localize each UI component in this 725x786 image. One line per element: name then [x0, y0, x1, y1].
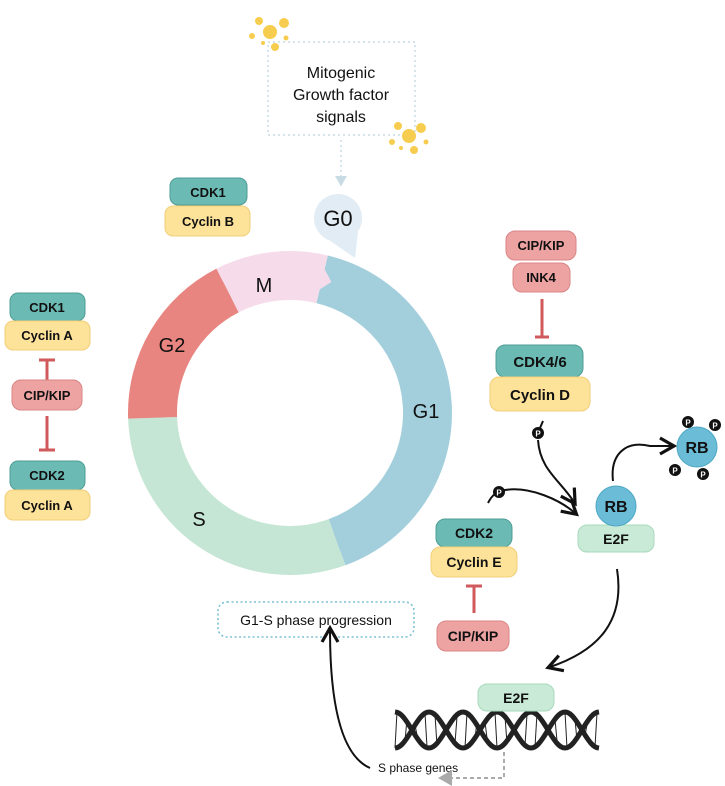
dna-base-pair: [394, 711, 398, 749]
phase-m-label: M: [256, 275, 273, 297]
signal-line-3: signals: [316, 109, 366, 126]
cyclin-b-label: Cyclin B: [182, 214, 234, 229]
e2f-bound-dna: E2F: [477, 683, 555, 712]
signal-line-1: Mitogenic: [307, 65, 375, 82]
dna-strand: [394, 709, 600, 751]
cell-cycle-ring: [127, 251, 452, 575]
phosphate-label: P: [700, 471, 706, 480]
phase-g1-segment: [316, 255, 452, 566]
progression-arrow: [320, 624, 371, 769]
phosphorylation-arrow: [537, 439, 577, 507]
e2f-label: E2F: [603, 531, 629, 547]
dna-base-pair: [464, 712, 468, 748]
cyclin-a-label: Cyclin A: [21, 328, 73, 343]
rb-label: RB: [604, 499, 627, 516]
s-phase-genes-label: S phase genes: [378, 761, 458, 775]
e2f-label: E2F: [503, 690, 529, 706]
phosphorylation-arrow: [487, 488, 579, 517]
transcription-arrow: [438, 752, 505, 786]
phosphate-icon: P: [532, 427, 544, 439]
progression-label: G1-S phase progression: [240, 612, 392, 628]
dna-helix-icon: [394, 709, 600, 751]
phase-g2-label: G2: [159, 335, 186, 357]
dna-strand: [394, 709, 600, 751]
phase-g0-label: G0: [323, 206, 352, 231]
cdk46-label: CDK4/6: [513, 354, 566, 371]
phosphate-icon: P: [493, 486, 505, 498]
e2f-release-arrow: [545, 568, 620, 673]
cdk1-label: CDK1: [190, 185, 225, 200]
cip-kip-label: CIP/KIP: [448, 628, 499, 644]
cip-kip-label: CIP/KIP: [518, 238, 565, 253]
growth-factor-dots-icon: [249, 17, 429, 154]
inhibition-arrow: [535, 299, 549, 339]
g0-bubble: G0: [314, 194, 362, 258]
cdk2-label: CDK2: [455, 525, 493, 541]
phosphorylated-rb: RB P P P P: [669, 416, 721, 480]
cdk46-cyclin-d-complex: CDK4/6 Cyclin D: [489, 344, 591, 412]
cip-kip-inhibitor-left: CIP/KIP: [11, 379, 83, 411]
signal-line-2: Growth factor: [293, 87, 390, 104]
phase-s-label: S: [192, 509, 205, 531]
cip-kip-label: CIP/KIP: [24, 388, 71, 403]
dna-base-pair: [564, 711, 568, 749]
cip-kip-ink4-inhibitors: CIP/KIP INK4: [505, 230, 577, 293]
cdk2-label: CDK2: [29, 468, 64, 483]
phase-g1-label: G1: [413, 401, 440, 423]
phosphate-label: P: [496, 489, 502, 498]
phase-m-segment: [216, 251, 332, 313]
cdk1-label: CDK1: [29, 300, 64, 315]
cdk2-cyclin-e-complex: CDK2 Cyclin E: [430, 518, 518, 578]
mitogenic-signal-box: Mitogenic Growth factor signals: [267, 41, 416, 136]
cdk2-cyclin-a-complex: CDK2 Cyclin A: [4, 460, 91, 521]
cip-kip-inhibitor-bottom: CIP/KIP: [436, 620, 510, 652]
rb-p-label: RB: [685, 440, 708, 457]
dna-base-pair: [594, 713, 598, 747]
cyclin-d-label: Cyclin D: [510, 387, 570, 404]
dna-base-pair: [494, 712, 498, 748]
cyclin-e-label: Cyclin E: [446, 554, 501, 570]
g1-s-progression-box: G1-S phase progression: [217, 601, 415, 638]
phosphate-label: P: [535, 430, 541, 439]
phase-s-segment: [128, 408, 346, 575]
phosphate-label: P: [685, 419, 691, 428]
dna-base-pair: [534, 713, 538, 747]
cyclin-a-label: Cyclin A: [21, 498, 73, 513]
cdk1-cyclin-b-complex: CDK1 Cyclin B: [164, 177, 251, 237]
inhibition-arrow: [466, 584, 482, 613]
phosphate-label: P: [672, 467, 678, 476]
phosphate-label: P: [712, 422, 718, 431]
dna-base-pair: [524, 714, 528, 746]
phase-g2-segment: [127, 268, 239, 419]
dna-base-pair: [454, 716, 458, 744]
cdk1-cyclin-a-complex: CDK1 Cyclin A: [4, 292, 91, 351]
rb-release-arrow: [611, 436, 678, 482]
dna-base-pair: [424, 713, 428, 747]
rb-e2f-complex: E2F RB: [577, 485, 655, 553]
ink4-label: INK4: [526, 270, 556, 285]
